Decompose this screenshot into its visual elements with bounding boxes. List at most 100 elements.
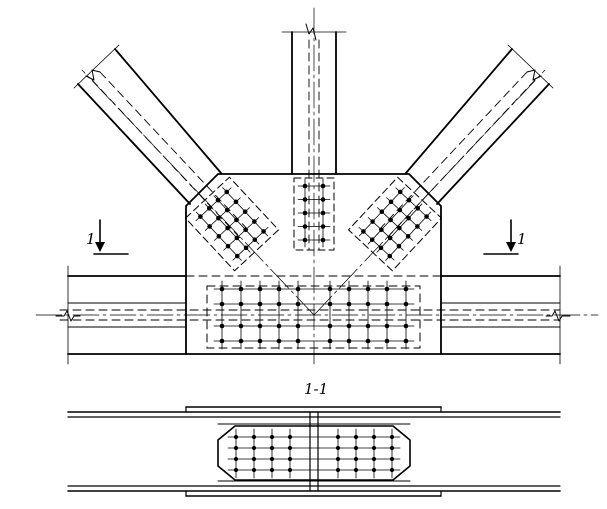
bolt <box>365 338 371 344</box>
bolt <box>219 338 225 344</box>
bolt <box>233 199 239 205</box>
bolt <box>327 323 333 329</box>
hidden-chord-lines <box>59 275 561 355</box>
section-bolt-group <box>227 428 401 479</box>
bolt <box>206 206 212 211</box>
bolt <box>384 301 390 307</box>
bolt <box>251 445 257 451</box>
bolt <box>346 286 352 292</box>
bolt <box>276 323 282 329</box>
bolt <box>365 286 371 292</box>
bolt <box>257 323 263 329</box>
bolt <box>216 215 221 221</box>
bolt <box>269 434 275 440</box>
bolt <box>238 286 244 292</box>
section-bottom-flange <box>67 485 561 497</box>
section-top-flange <box>67 406 561 418</box>
bolt <box>389 456 395 462</box>
bolt <box>233 456 239 462</box>
bolt <box>224 207 230 213</box>
bolt <box>405 233 411 239</box>
bolt <box>252 237 258 242</box>
right-diagonal-member <box>376 44 554 241</box>
section-mark-right-label: 1 <box>517 230 527 248</box>
bolt <box>287 467 293 473</box>
bolt <box>346 301 352 307</box>
bolt <box>302 183 308 189</box>
bolt <box>378 245 384 251</box>
vertical-bolt-group <box>297 178 331 248</box>
section-view <box>67 406 561 497</box>
bolt <box>238 338 244 344</box>
section-splice-plate <box>217 425 411 481</box>
bolt <box>320 210 326 216</box>
bolt <box>295 286 301 292</box>
bolt <box>225 225 230 231</box>
bolt <box>215 197 221 203</box>
bolt <box>257 286 263 292</box>
bolt <box>295 338 301 344</box>
bolt <box>397 207 403 213</box>
bolt <box>388 217 393 223</box>
bolt <box>242 209 248 215</box>
left-chord <box>67 265 187 365</box>
bolt <box>320 224 326 229</box>
bolt <box>424 214 429 219</box>
bolt <box>276 301 282 307</box>
bolt <box>335 456 341 462</box>
vertical-splice-plate <box>293 177 335 251</box>
bolt <box>403 286 409 292</box>
bolt <box>406 197 412 203</box>
bolt <box>379 227 384 233</box>
bolt <box>346 338 352 344</box>
bolt <box>371 456 377 462</box>
bolt <box>327 301 333 307</box>
bolt <box>387 253 393 259</box>
bolt <box>269 445 275 451</box>
bolt <box>415 224 420 229</box>
bolt <box>302 224 308 229</box>
bolt <box>302 237 308 243</box>
bolt <box>198 214 203 219</box>
bolt <box>335 445 341 451</box>
bolt <box>233 445 239 451</box>
bolt <box>346 323 352 329</box>
bolt <box>216 233 222 239</box>
chord-bolt-group <box>213 280 415 350</box>
bolt <box>257 301 263 307</box>
bolt <box>403 338 409 344</box>
bolt <box>320 183 326 189</box>
bolt <box>320 197 326 202</box>
bolt <box>415 206 421 211</box>
bolt <box>257 338 263 344</box>
bolt <box>396 243 402 249</box>
bolt <box>276 286 282 292</box>
bolt <box>388 199 394 205</box>
bolt <box>353 467 359 473</box>
bolt <box>219 301 225 307</box>
bolt <box>403 323 409 329</box>
bolt <box>327 338 333 344</box>
section-title: 1-1 <box>304 380 329 398</box>
bolt <box>269 456 275 462</box>
bolt <box>397 225 402 231</box>
section-marker-right <box>483 219 519 255</box>
section-marker-left <box>93 219 129 255</box>
bolt <box>365 323 371 329</box>
bolt <box>219 323 225 329</box>
bolt <box>320 237 326 243</box>
bolt <box>397 189 403 195</box>
bolt <box>389 445 395 451</box>
section-web-gap <box>309 411 319 492</box>
bolt <box>335 434 341 440</box>
chord-splice-plate <box>206 285 421 349</box>
bolt <box>219 286 225 292</box>
chord-break-marks <box>55 310 571 322</box>
section-inner-plates <box>217 423 411 482</box>
bolt <box>369 237 375 242</box>
bolt <box>269 467 275 473</box>
bolt <box>238 323 244 329</box>
bolt <box>406 215 411 221</box>
bolt <box>353 456 359 462</box>
bolt <box>261 229 266 234</box>
